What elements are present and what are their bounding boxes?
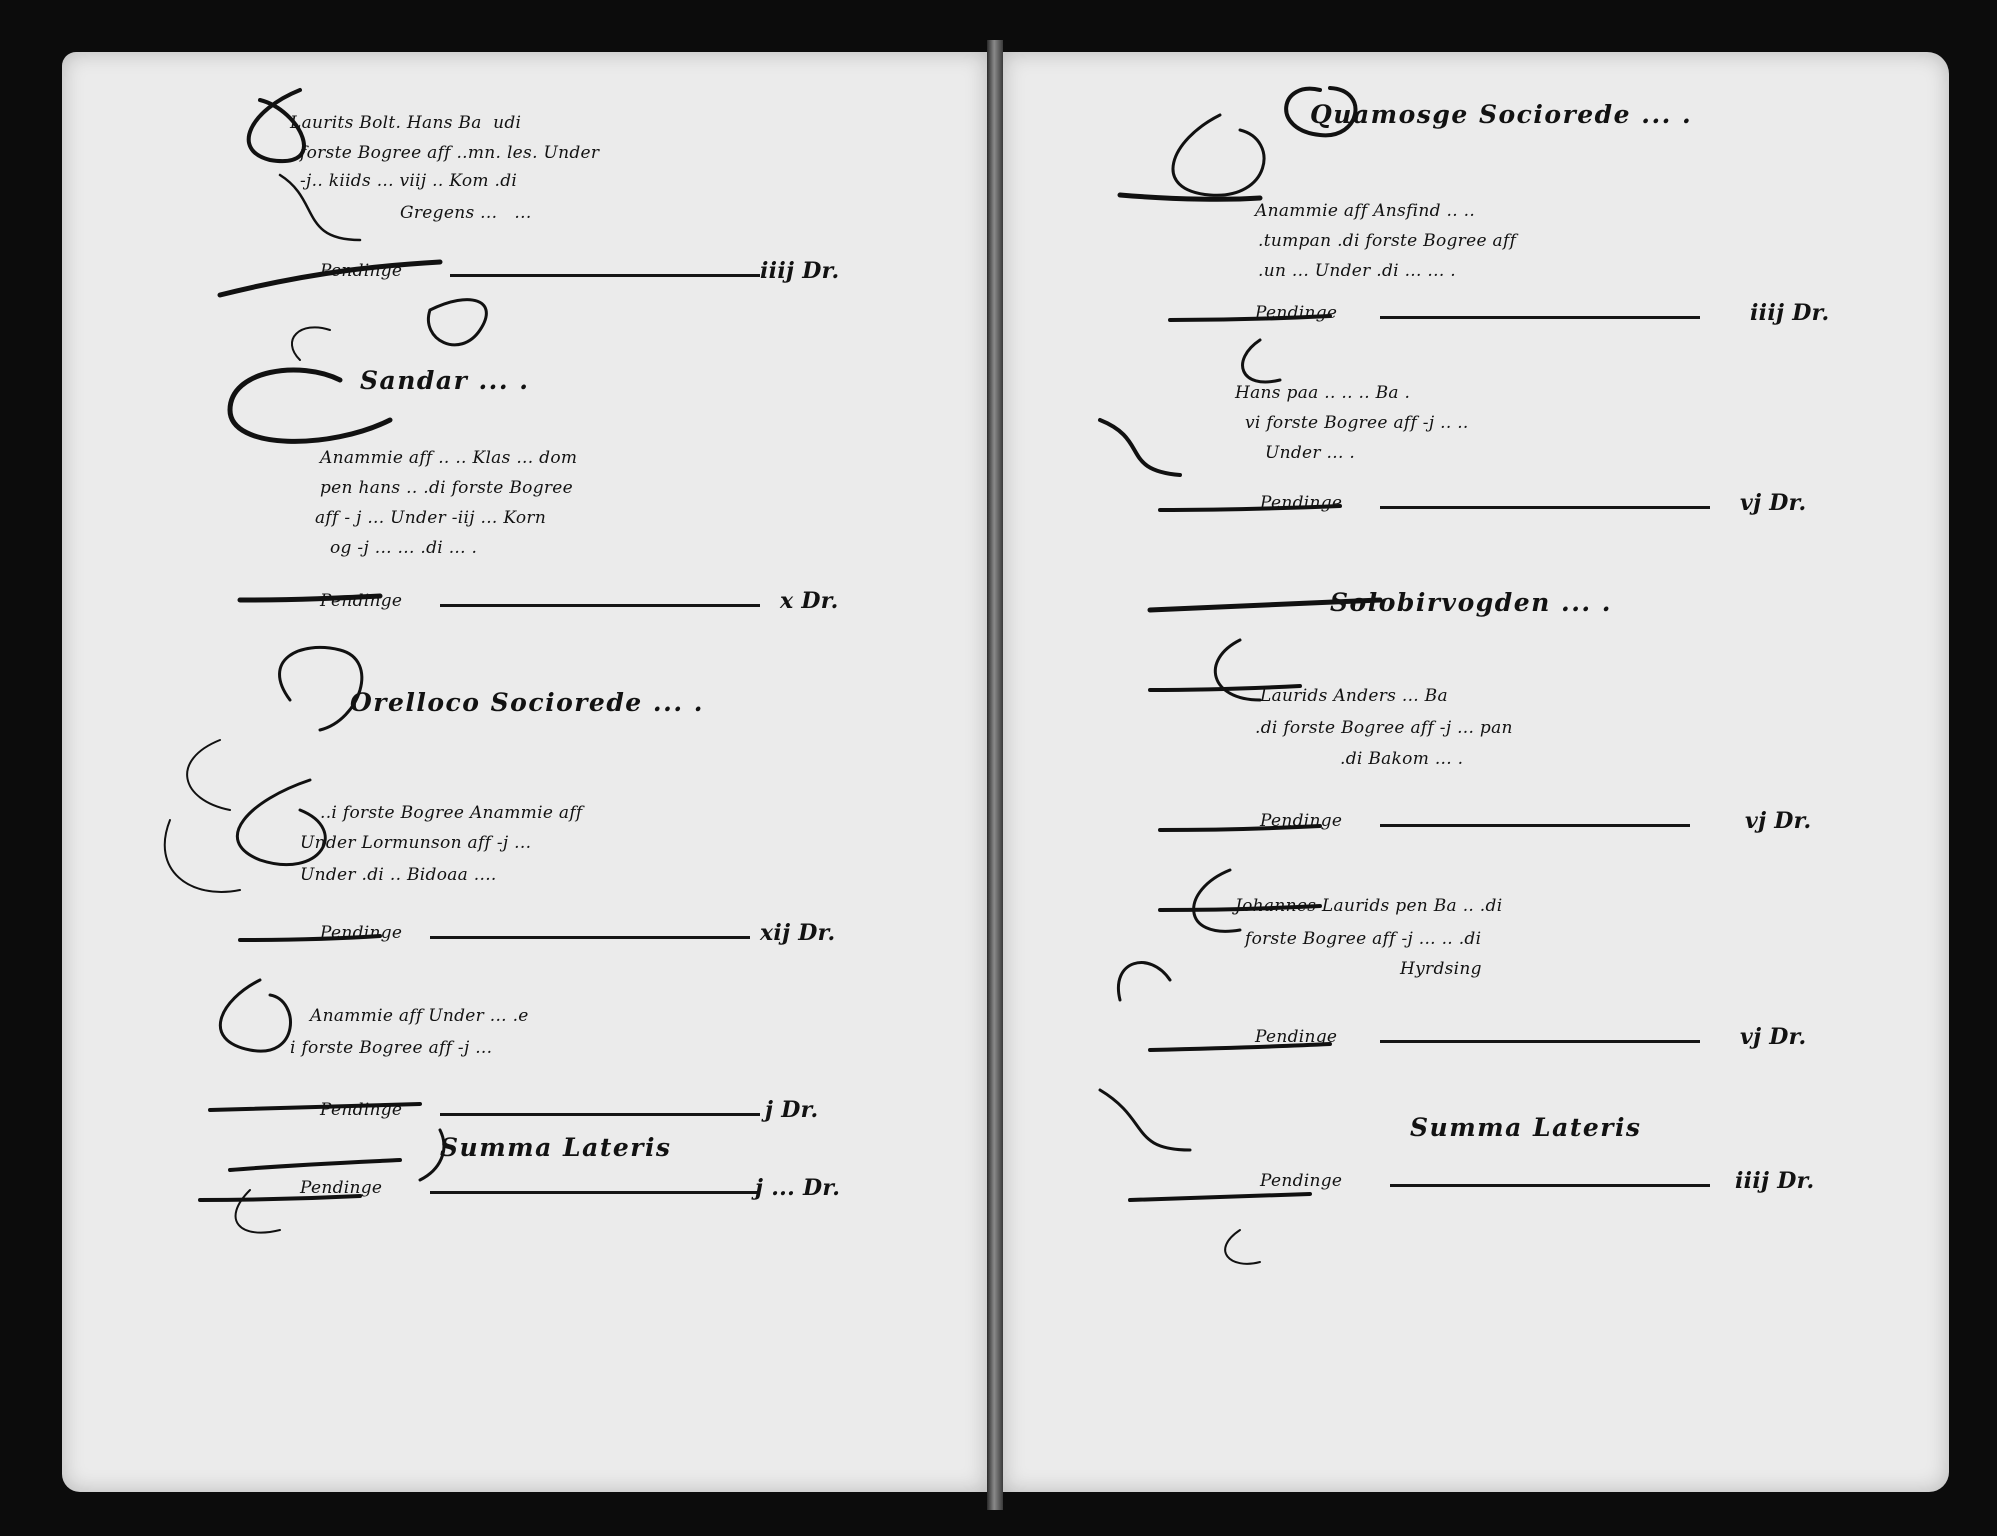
right-entry3-label: Pendinge [1260,811,1343,831]
right-entry4-amount: vj Dr. [1740,1024,1807,1050]
left-entry3-amount: xij Dr. [760,920,836,946]
right-entry3-line1: Laurids Anders ... Ba [1260,686,1448,706]
right-entry2-line1: Hans paa .. .. .. Ba . [1235,383,1411,403]
right-summa-amount: iiij Dr. [1735,1168,1815,1194]
left-entry2-rule [440,604,760,607]
right-summa-heading: Summa Lateris [1410,1113,1642,1142]
right-entry1-rule [1380,316,1700,319]
left-entry2-amount: x Dr. [780,588,839,614]
right-entry2-amount: vj Dr. [1740,490,1807,516]
left-summa-rule [430,1191,760,1194]
left-summa-amount: j ... Dr. [755,1175,841,1201]
left-entry3-line1: ..i forste Bogree Anammie aff [320,803,583,823]
left-entry2-line3: aff - j ... Under -iij ... Korn [315,508,547,528]
right-entry4-rule [1380,1040,1700,1043]
right-entry4-line1: Johannes Laurids pen Ba .. .di [1235,896,1503,916]
right-entry1-label: Pendinge [1255,303,1338,323]
left-entry3-label: Pendinge [320,923,403,943]
right-summa-rule [1390,1184,1710,1187]
left-summa-heading: Summa Lateris [440,1133,672,1162]
right-summa-label: Pendinge [1260,1171,1343,1191]
book-gutter [987,40,1003,1510]
right-section2-heading: Solobirvogden ... . [1330,588,1613,617]
right-entry1-line1: Anammie aff Ansfind .. .. [1255,201,1476,221]
left-entry1-line1: Laurits Bolt. Hans Ba udi [290,113,522,133]
right-entry2-label: Pendinge [1260,493,1343,513]
left-entry4-line1: Anammie aff Under ... .e [310,1006,529,1026]
left-entry3-rule [430,936,750,939]
right-entry4-label: Pendinge [1255,1027,1338,1047]
left-entry2-line4: og -j ... ... .di ... . [330,538,478,558]
left-entry1-line4: Gregens ... ... [400,203,532,223]
left-entry4-amount: j Dr. [765,1097,819,1123]
left-entry2-label: Pendinge [320,591,403,611]
left-entry1-rule [450,274,760,277]
right-entry3-line2: .di forste Bogree aff -j ... pan [1255,718,1513,738]
left-entry3-line3: Under .di .. Bidoaa .... [300,865,497,885]
right-entry1-line2: .tumpan .di forste Bogree aff [1258,231,1517,251]
left-entry4-rule [440,1113,760,1116]
right-entry3-amount: vj Dr. [1745,808,1812,834]
left-section2-heading: Sandar ... . [360,366,530,395]
left-entry1-label: Pendinge [320,261,403,281]
left-entry4-line2: i forste Bogree aff -j ... [290,1038,493,1058]
left-entry1-line2: forste Bogree aff ..mn. les. Under [300,143,600,163]
left-entry2-line1: Anammie aff .. .. Klas ... dom [320,448,578,468]
right-entry2-line2: vi forste Bogree aff -j .. .. [1245,413,1469,433]
right-entry1-line3: .un ... Under .di ... ... . [1258,261,1456,281]
left-entry1-amount: iiij Dr. [760,258,840,284]
right-entry3-rule [1380,824,1690,827]
left-summa-label: Pendinge [300,1178,383,1198]
left-entry4-label: Pendinge [320,1100,403,1120]
right-entry2-line3: Under ... . [1265,443,1356,463]
right-section1-heading: Quamosge Sociorede ... . [1310,100,1693,129]
right-entry1-amount: iiij Dr. [1750,300,1830,326]
right-entry2-rule [1380,506,1710,509]
left-entry3-line2: Under Lormunson aff -j ... [300,833,532,853]
left-entry1-line3: -j.. kiids ... viij .. Kom .di [300,171,518,191]
left-section3-heading: Orelloco Sociorede ... . [350,688,704,717]
left-folio-page [62,52,987,1492]
right-entry4-line2: forste Bogree aff -j ... .. .di [1245,929,1482,949]
right-entry4-line3: Hyrdsing [1400,959,1482,979]
right-folio-page [1003,52,1949,1492]
left-entry2-line2: pen hans .. .di forste Bogree [320,478,574,498]
right-entry3-line3: .di Bakom ... . [1340,749,1464,769]
